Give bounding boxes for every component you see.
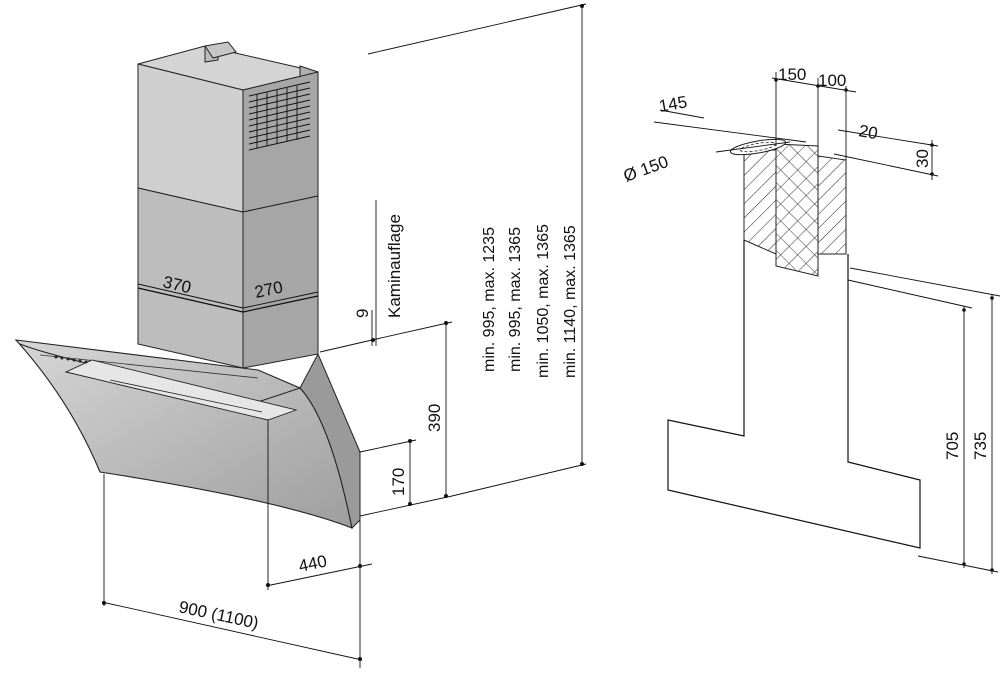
dim-390: 390 xyxy=(425,404,444,432)
height-range-3: min. 1050, max. 1365 xyxy=(535,224,552,378)
height-range-4: min. 1140, max. 1365 xyxy=(562,225,579,378)
chimney-support-label: Kaminauflage xyxy=(385,214,404,318)
vent-grille xyxy=(248,81,311,151)
dim-diameter-150: Ø 150 xyxy=(621,152,671,186)
upper-chimney xyxy=(137,63,319,213)
dim-440: 440 xyxy=(297,551,329,575)
dim-900-1100: 900 (1100) xyxy=(177,597,260,632)
dim-20: 20 xyxy=(857,121,879,143)
left-dimension-lines xyxy=(101,3,587,668)
lower-chimney xyxy=(137,187,319,369)
dim-170: 170 xyxy=(389,468,408,496)
dim-150: 150 xyxy=(778,65,806,84)
height-range-2: min. 995, max. 1365 xyxy=(507,227,524,372)
side-view-diagram xyxy=(653,72,1000,574)
dim-30: 30 xyxy=(913,149,932,168)
hood-canopy xyxy=(14,339,361,530)
dim-735: 735 xyxy=(971,432,990,460)
height-range-1: min. 995, max. 1235 xyxy=(481,227,498,372)
dim-145: 145 xyxy=(657,92,688,116)
dim-705: 705 xyxy=(943,432,962,460)
dim-9: 9 xyxy=(353,309,372,318)
control-buttons xyxy=(54,355,88,364)
dim-100: 100 xyxy=(818,71,846,90)
